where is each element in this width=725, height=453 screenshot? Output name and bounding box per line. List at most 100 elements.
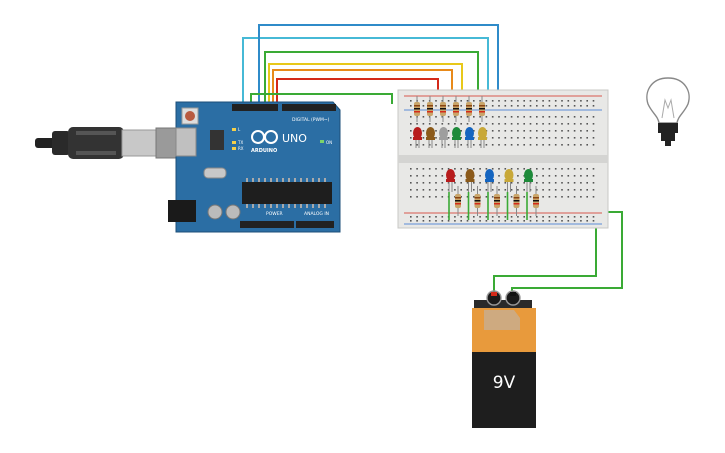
- breadboard-hole[interactable]: [517, 105, 519, 107]
- led-top-green[interactable]: [452, 127, 461, 148]
- resistor-bottom-2[interactable]: [474, 186, 481, 216]
- breadboard-hole[interactable]: [580, 216, 582, 218]
- breadboard-hole[interactable]: [428, 182, 431, 184]
- breadboard-hole[interactable]: [410, 216, 412, 218]
- breadboard-hole[interactable]: [460, 189, 462, 191]
- breadboard-hole[interactable]: [529, 123, 532, 125]
- breadboard-hole[interactable]: [473, 189, 475, 191]
- breadboard-hole[interactable]: [567, 123, 570, 125]
- breadboard-hole[interactable]: [567, 189, 570, 191]
- breadboard-hole[interactable]: [561, 189, 563, 191]
- breadboard-hole[interactable]: [485, 182, 488, 184]
- led-top-gray[interactable]: [439, 127, 448, 148]
- breadboard-hole[interactable]: [491, 182, 494, 184]
- breadboard-hole[interactable]: [504, 116, 507, 118]
- breadboard-hole[interactable]: [441, 220, 444, 222]
- breadboard-hole[interactable]: [504, 196, 507, 198]
- breadboard-hole[interactable]: [416, 144, 418, 146]
- wire-yellow[interactable]: [268, 63, 463, 104]
- breadboard-hole[interactable]: [523, 100, 525, 102]
- breadboard-hole[interactable]: [491, 189, 494, 191]
- breadboard-hole[interactable]: [491, 100, 494, 102]
- breadboard-hole[interactable]: [580, 182, 582, 184]
- breadboard-hole[interactable]: [479, 175, 481, 177]
- breadboard-hole[interactable]: [498, 130, 500, 132]
- breadboard-hole[interactable]: [529, 196, 532, 198]
- breadboard-hole[interactable]: [529, 130, 532, 132]
- breadboard-hole[interactable]: [410, 130, 412, 132]
- breadboard-hole[interactable]: [447, 100, 450, 102]
- breadboard-hole[interactable]: [567, 100, 570, 102]
- breadboard-hole[interactable]: [517, 144, 519, 146]
- breadboard-hole[interactable]: [416, 123, 418, 125]
- breadboard-hole[interactable]: [435, 144, 437, 146]
- led-bottom-blue[interactable]: [485, 169, 494, 192]
- breadboard-hole[interactable]: [454, 220, 456, 222]
- breadboard-hole[interactable]: [460, 100, 462, 102]
- led-top-red[interactable]: [413, 127, 422, 148]
- breadboard-hole[interactable]: [580, 123, 582, 125]
- breadboard-hole[interactable]: [536, 130, 538, 132]
- breadboard-hole[interactable]: [466, 189, 469, 191]
- breadboard-hole[interactable]: [479, 182, 481, 184]
- breadboard-hole[interactable]: [567, 182, 570, 184]
- breadboard-hole[interactable]: [410, 189, 412, 191]
- breadboard-hole[interactable]: [422, 216, 425, 218]
- breadboard-hole[interactable]: [435, 182, 437, 184]
- breadboard-hole[interactable]: [466, 220, 469, 222]
- breadboard-hole[interactable]: [441, 116, 444, 118]
- wires[interactable]: [242, 24, 623, 296]
- breadboard-hole[interactable]: [422, 144, 425, 146]
- breadboard-hole[interactable]: [554, 182, 557, 184]
- breadboard-hole[interactable]: [586, 189, 588, 191]
- breadboard-hole[interactable]: [529, 137, 532, 139]
- breadboard-hole[interactable]: [592, 137, 595, 139]
- breadboard-hole[interactable]: [580, 130, 582, 132]
- breadboard-hole[interactable]: [422, 137, 425, 139]
- breadboard-hole[interactable]: [523, 137, 525, 139]
- breadboard-hole[interactable]: [504, 216, 507, 218]
- breadboard-hole[interactable]: [529, 116, 532, 118]
- breadboard-hole[interactable]: [567, 116, 570, 118]
- breadboard-hole[interactable]: [485, 144, 488, 146]
- breadboard-hole[interactable]: [567, 220, 570, 222]
- breadboard-hole[interactable]: [416, 220, 418, 222]
- breadboard-hole[interactable]: [485, 116, 488, 118]
- breadboard-hole[interactable]: [542, 216, 544, 218]
- breadboard-hole[interactable]: [466, 100, 469, 102]
- led-bottom-red[interactable]: [446, 169, 455, 192]
- breadboard-hole[interactable]: [460, 196, 462, 198]
- breadboard-hole[interactable]: [561, 100, 563, 102]
- breadboard-hole[interactable]: [548, 116, 551, 118]
- breadboard-hole[interactable]: [523, 220, 525, 222]
- breadboard-hole[interactable]: [454, 123, 456, 125]
- breadboard-hole[interactable]: [573, 220, 576, 222]
- breadboard-hole[interactable]: [586, 144, 588, 146]
- breadboard-hole[interactable]: [441, 123, 444, 125]
- breadboard-hole[interactable]: [554, 116, 557, 118]
- breadboard-hole[interactable]: [460, 105, 462, 107]
- breadboard-hole[interactable]: [510, 105, 513, 107]
- breadboard-hole[interactable]: [536, 144, 538, 146]
- resistor-top-2[interactable]: [427, 96, 433, 122]
- breadboard-hole[interactable]: [410, 100, 412, 102]
- breadboard-hole[interactable]: [580, 220, 582, 222]
- wire-green-battery-2[interactable]: [493, 222, 597, 296]
- breadboard-hole[interactable]: [479, 116, 481, 118]
- breadboard-hole[interactable]: [548, 105, 551, 107]
- breadboard-hole[interactable]: [422, 175, 425, 177]
- breadboard-hole[interactable]: [592, 168, 595, 170]
- breadboard-hole[interactable]: [523, 196, 525, 198]
- breadboard-hole[interactable]: [567, 137, 570, 139]
- breadboard-hole[interactable]: [441, 175, 444, 177]
- breadboard-hole[interactable]: [517, 100, 519, 102]
- breadboard-hole[interactable]: [561, 182, 563, 184]
- breadboard-hole[interactable]: [517, 168, 519, 170]
- breadboard-hole[interactable]: [498, 100, 500, 102]
- breadboard-hole[interactable]: [529, 144, 532, 146]
- breadboard-hole[interactable]: [548, 144, 551, 146]
- breadboard-hole[interactable]: [428, 216, 431, 218]
- breadboard-hole[interactable]: [542, 189, 544, 191]
- breadboard-hole[interactable]: [447, 220, 450, 222]
- breadboard-hole[interactable]: [416, 196, 418, 198]
